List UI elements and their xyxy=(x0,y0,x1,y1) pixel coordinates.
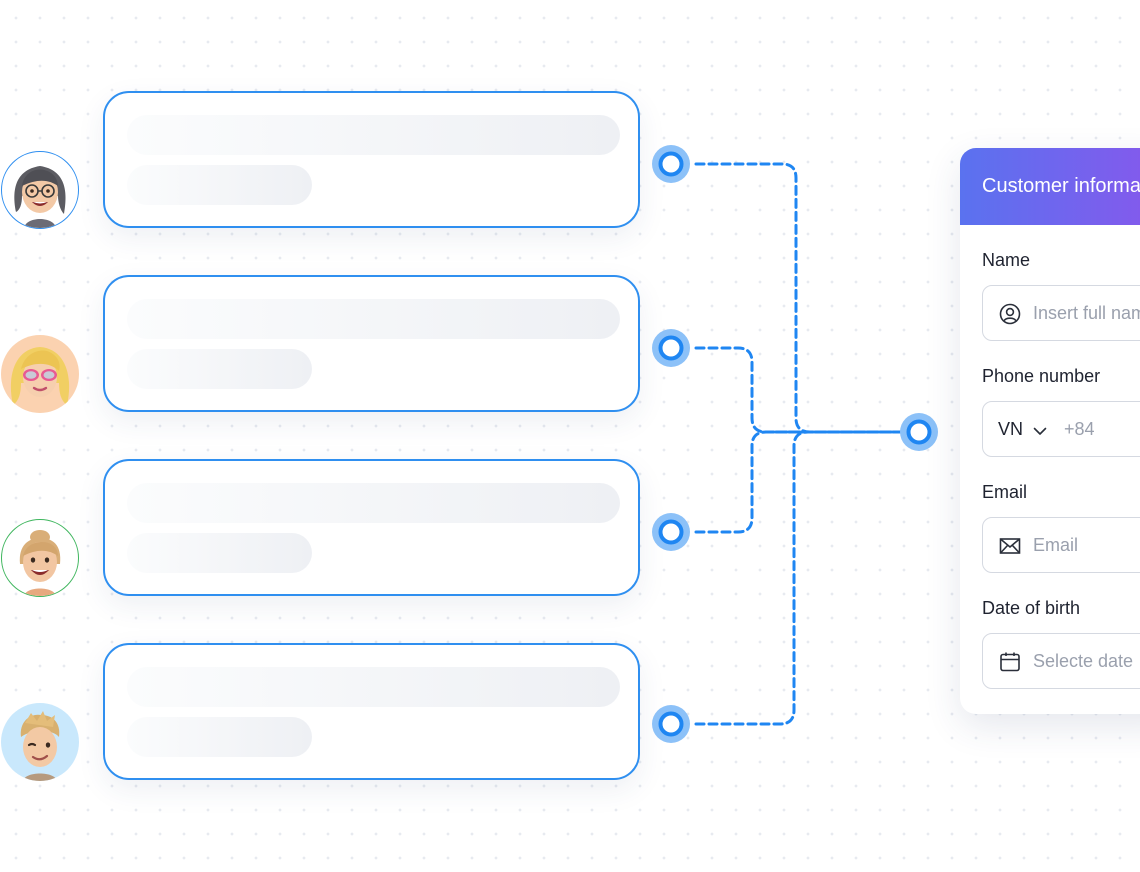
chevron-down-icon[interactable] xyxy=(1032,423,1048,439)
customer-info-form: Customer information Name Insert full na… xyxy=(960,148,1140,714)
name-label: Name xyxy=(982,250,1031,270)
dial-code: +84 xyxy=(1064,419,1095,439)
connector-node-4 xyxy=(652,705,690,743)
email-placeholder: Email xyxy=(1033,535,1079,555)
dob-label: Date of birth xyxy=(982,598,1081,618)
name-input[interactable]: Insert full name xyxy=(982,285,1140,341)
form-header-title: Customer information xyxy=(960,148,1140,225)
connector-node-1 xyxy=(652,145,690,183)
user-circle-icon xyxy=(999,303,1021,325)
profile-card-2[interactable] xyxy=(103,275,640,412)
name-placeholder: Insert full name xyxy=(1033,303,1140,323)
connector-node-target xyxy=(900,413,938,451)
email-label: Email xyxy=(982,482,1028,502)
dob-placeholder: Selecte date xyxy=(1033,651,1134,671)
profile-card-4[interactable] xyxy=(103,643,640,780)
calendar-icon xyxy=(1000,652,1020,672)
skeleton-line-title xyxy=(127,115,620,155)
phone-label: Phone number xyxy=(982,366,1101,386)
connector-line-2 xyxy=(694,346,902,434)
email-input[interactable]: Email xyxy=(982,517,1140,573)
dob-input[interactable]: Selecte date xyxy=(982,633,1140,689)
connector-line-3 xyxy=(694,430,902,534)
skeleton-line-title xyxy=(127,483,620,523)
connector-line-1 xyxy=(694,162,902,434)
skeleton-line-subtitle xyxy=(127,165,312,205)
profile-card-3[interactable] xyxy=(103,459,640,596)
skeleton-line-subtitle xyxy=(127,717,312,757)
skeleton-line-title xyxy=(127,299,620,339)
connector-line-4 xyxy=(694,430,902,726)
skeleton-line-subtitle xyxy=(127,349,312,389)
connector-node-2 xyxy=(652,329,690,367)
skeleton-line-subtitle xyxy=(127,533,312,573)
connector-node-3 xyxy=(652,513,690,551)
avatar-profile-1 xyxy=(1,151,79,229)
avatar-profile-2 xyxy=(1,335,79,413)
country-code-select[interactable]: VN xyxy=(998,419,1024,439)
profile-card-1[interactable] xyxy=(103,91,640,228)
skeleton-line-title xyxy=(127,667,620,707)
avatar-profile-3 xyxy=(1,519,79,597)
phone-input[interactable]: VN +84 xyxy=(982,401,1140,457)
avatar-profile-4 xyxy=(1,703,79,781)
envelope-icon xyxy=(999,538,1021,554)
